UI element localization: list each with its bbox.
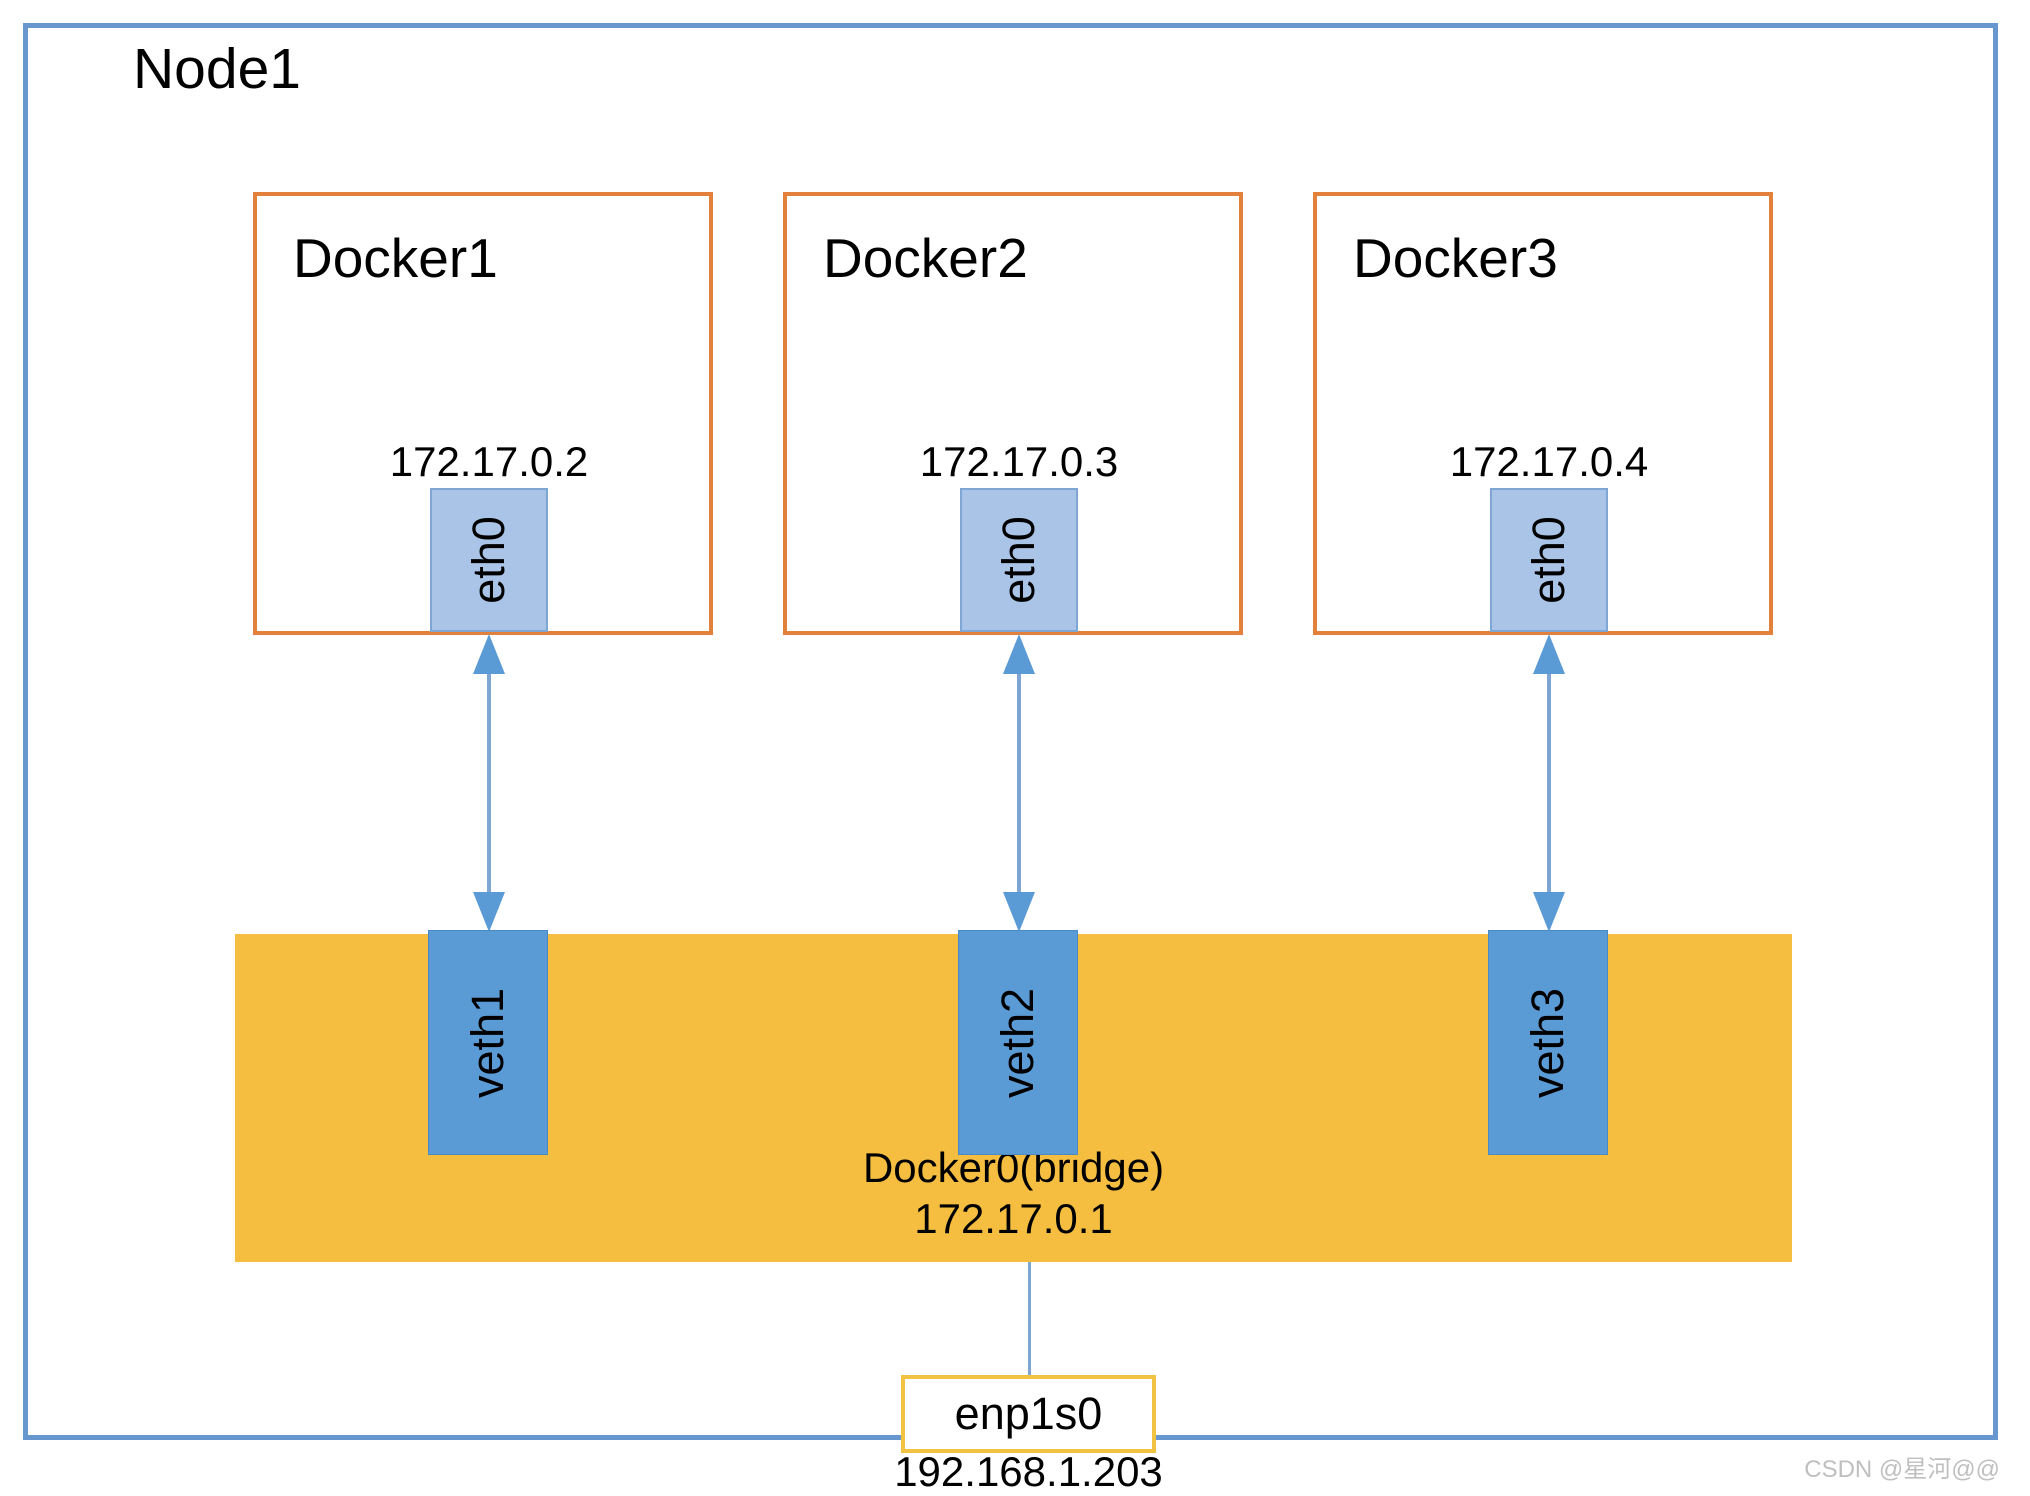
veth1-interface: veth1 [428,930,548,1155]
docker3-container-box: Docker3 [1313,192,1773,635]
docker3-ip-label: 172.17.0.4 [1449,438,1649,485]
docker1-eth0-interface: eth0 [430,488,548,632]
enp1s0-label: enp1s0 [954,1388,1103,1439]
docker0-bridge-caption: Docker0(bridge) 172.17.0.1 [235,1142,1792,1244]
docker1-eth0-label: eth0 [463,516,514,604]
docker3-eth0-label: eth0 [1523,516,1574,604]
docker1-ip-label: 172.17.0.2 [389,438,589,485]
bridge-to-nic-line [1028,1262,1031,1375]
veth2-label: veth2 [992,987,1043,1098]
csdn-watermark: CSDN @星河@@ [1804,1456,2000,1483]
veth3-label: veth3 [1522,987,1573,1098]
link-veth3-eth0-arrow [1533,634,1565,932]
docker3-title: Docker3 [1353,227,1558,289]
docker2-ip-label: 172.17.0.3 [919,438,1119,485]
docker1-title: Docker1 [293,227,498,289]
link-veth2-eth0-arrow [1003,634,1035,932]
docker2-eth0-label: eth0 [993,516,1044,604]
docker0-bridge-ip: 172.17.0.1 [914,1195,1113,1243]
veth2-interface: veth2 [958,930,1078,1155]
veth3-interface: veth3 [1488,930,1608,1155]
docker2-title: Docker2 [823,227,1028,289]
docker3-eth0-interface: eth0 [1490,488,1608,632]
veth1-label: veth1 [462,987,513,1098]
node1-title: Node1 [133,37,301,101]
link-veth1-eth0-arrow [473,634,505,932]
enp1s0-nic-box: enp1s0 [901,1375,1156,1453]
docker2-eth0-interface: eth0 [960,488,1078,632]
enp1s0-ip-label: 192.168.1.203 [894,1448,1163,1495]
